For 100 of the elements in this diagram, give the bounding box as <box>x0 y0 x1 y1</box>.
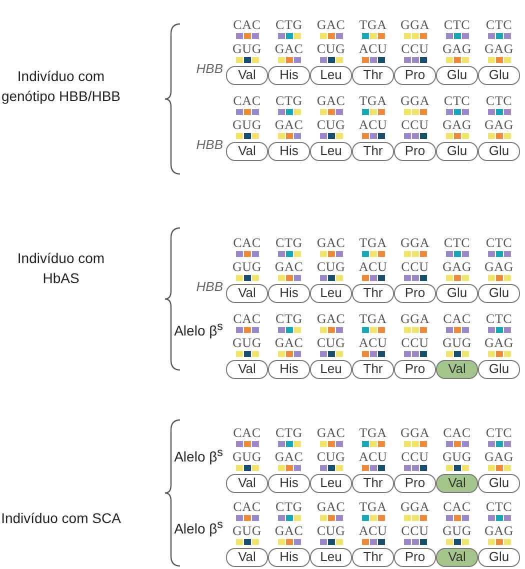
dna-codon: CAC <box>232 426 262 440</box>
dna-codon: CTC <box>484 312 514 326</box>
mrna-codon: CCU <box>400 260 430 274</box>
amino-acid-pill: Glu <box>478 142 520 161</box>
dna-codon: CTC <box>442 236 472 250</box>
mrna-codon: GAC <box>274 336 304 350</box>
mrna-codon: GUG <box>231 450 263 464</box>
mrna-codon: GUG <box>441 450 473 464</box>
mrna-codon: GAG <box>483 450 515 464</box>
mrna-codon: GAG <box>483 336 515 350</box>
mrna-codon: GUG <box>441 336 473 350</box>
mrna-codon: GAC <box>274 524 304 538</box>
dna-codon: GAC <box>316 500 346 514</box>
mrna-codon: CCU <box>400 118 430 132</box>
amino-acid-pill: Leu <box>310 66 352 85</box>
mrna-codon: GAG <box>483 42 515 56</box>
mrna-codon: CUG <box>316 336 346 350</box>
amino-acid-pill: Leu <box>310 548 352 567</box>
mrna-codon: CUG <box>316 42 346 56</box>
amino-acid-pill: Leu <box>310 474 352 493</box>
dna-codon: CAC <box>442 500 472 514</box>
mrna-codon: GUG <box>231 118 263 132</box>
dna-codon: GGA <box>399 312 431 326</box>
amino-acid-pill: Pro <box>394 284 436 303</box>
amino-acid-pill: Pro <box>394 360 436 379</box>
dna-codon: CTG <box>274 312 304 326</box>
mrna-codon: CUG <box>316 450 346 464</box>
dna-codon: GAC <box>316 426 346 440</box>
amino-acid-pill: Val <box>436 548 478 567</box>
dna-codon: GAC <box>316 236 346 250</box>
amino-acid-pill: Thr <box>352 66 394 85</box>
dna-codon: TGA <box>358 426 388 440</box>
dna-codon: GAC <box>316 18 346 32</box>
dna-codon: CTC <box>484 500 514 514</box>
mrna-codon: CCU <box>400 42 430 56</box>
dna-codon: CTC <box>442 18 472 32</box>
amino-acid-pill: Val <box>226 474 268 493</box>
mrna-codon: ACU <box>358 524 388 538</box>
amino-acid-pill: Leu <box>310 360 352 379</box>
dna-codon: TGA <box>358 236 388 250</box>
mrna-codon: ACU <box>358 336 388 350</box>
mrna-codon: ACU <box>358 42 388 56</box>
gene-label: HBB <box>196 137 223 152</box>
amino-acid-pill: Pro <box>394 66 436 85</box>
dna-codon: CAC <box>232 312 262 326</box>
dna-codon: CTG <box>274 94 304 108</box>
amino-acid-pill: His <box>268 548 310 567</box>
amino-acid-pill: Val <box>226 284 268 303</box>
amino-acid-pill: Pro <box>394 548 436 567</box>
amino-acid-pill: Val <box>226 66 268 85</box>
amino-acid-pill: Glu <box>436 142 478 161</box>
amino-acid-pill: Glu <box>436 284 478 303</box>
allele-label: Alelo β$^{s}$ <box>174 446 223 465</box>
amino-acid-pill: His <box>268 284 310 303</box>
allele-label: Alelo β$^{s}$ <box>174 320 223 339</box>
amino-acid-pill: Val <box>226 360 268 379</box>
dna-codon: CTG <box>274 426 304 440</box>
amino-acid-pill: His <box>268 474 310 493</box>
mrna-codon: GAG <box>483 260 515 274</box>
mrna-codon: GUG <box>231 260 263 274</box>
dna-codon: CTG <box>274 500 304 514</box>
amino-acid-pill: Leu <box>310 142 352 161</box>
mrna-codon: GAG <box>441 260 473 274</box>
dna-codon: CTG <box>274 236 304 250</box>
mrna-codon: CCU <box>400 450 430 464</box>
amino-acid-pill: Thr <box>352 548 394 567</box>
dna-codon: TGA <box>358 500 388 514</box>
mrna-codon: ACU <box>358 260 388 274</box>
dna-codon: GAC <box>316 312 346 326</box>
dna-codon: CTG <box>274 18 304 32</box>
dna-codon: CAC <box>232 500 262 514</box>
individual-label: Indivíduo com SCA <box>0 509 122 528</box>
dna-codon: CTC <box>484 18 514 32</box>
dna-codon: GGA <box>399 426 431 440</box>
amino-acid-pill: Pro <box>394 142 436 161</box>
dna-codon: GGA <box>399 18 431 32</box>
dna-codon: GAC <box>316 94 346 108</box>
dna-codon: GGA <box>399 236 431 250</box>
dna-codon: CAC <box>232 18 262 32</box>
mrna-codon: CUG <box>316 118 346 132</box>
dna-codon: GGA <box>399 500 431 514</box>
mrna-codon: GAC <box>274 450 304 464</box>
mrna-codon: GAC <box>274 118 304 132</box>
dna-codon: CAC <box>442 426 472 440</box>
amino-acid-pill: His <box>268 66 310 85</box>
individual-label: Indivíduo com genótipo HBB/HBB <box>0 67 122 106</box>
mrna-codon: GAC <box>274 260 304 274</box>
mrna-codon: GUG <box>441 524 473 538</box>
mrna-codon: CCU <box>400 524 430 538</box>
dna-codon: CTC <box>484 426 514 440</box>
amino-acid-pill: Thr <box>352 142 394 161</box>
mrna-codon: GUG <box>231 42 263 56</box>
mrna-codon: GUG <box>231 524 263 538</box>
mrna-codon: GAG <box>441 118 473 132</box>
dna-codon: GGA <box>399 94 431 108</box>
amino-acid-pill: Glu <box>478 474 520 493</box>
amino-acid-pill: Val <box>226 548 268 567</box>
amino-acid-pill: Val <box>436 474 478 493</box>
dna-codon: CAC <box>232 236 262 250</box>
dna-codon: TGA <box>358 94 388 108</box>
